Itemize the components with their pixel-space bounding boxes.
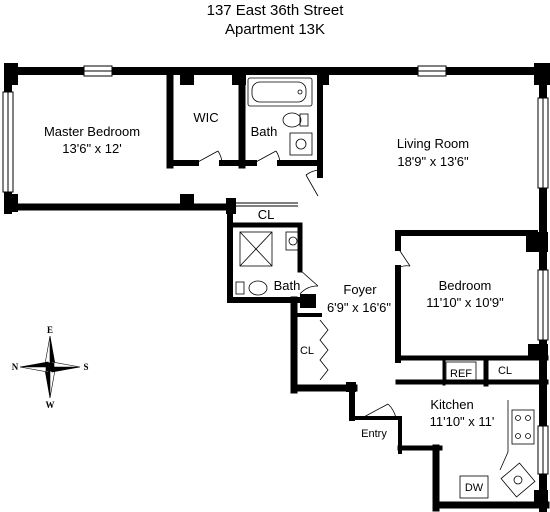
living-room-dims: 18'9" x 13'6" <box>397 154 469 169</box>
master-bedroom-label: Master Bedroom <box>44 124 140 139</box>
kitchen-label: Kitchen <box>430 397 473 412</box>
windows <box>2 65 549 475</box>
compass-star-icon <box>19 335 81 399</box>
ref-label: REF <box>450 368 472 380</box>
foyer-closet-label: CL <box>300 345 314 357</box>
hall-closet-label: CL <box>258 207 275 222</box>
bath-top-label: Bath <box>251 124 278 139</box>
address-title: 137 East 36th Street <box>206 2 344 19</box>
compass-rose: E N S W <box>12 325 89 410</box>
wic-label: WIC <box>193 110 218 125</box>
bath-mid-label: Bath <box>274 278 301 293</box>
compass-west-label: W <box>46 400 55 410</box>
master-bedroom-dims: 13'6" x 12' <box>62 141 121 156</box>
wall-corners <box>4 63 550 508</box>
bedroom-dims: 11'10" x 10'9" <box>426 295 504 310</box>
compass-east-label: E <box>47 325 53 335</box>
kitchen-dims: 11'10" x 11' <box>430 414 495 429</box>
room-labels: Master Bedroom 13'6" x 12' WIC Bath Livi… <box>44 110 512 494</box>
entry-label: Entry <box>361 428 387 440</box>
compass-north-label: N <box>12 362 19 372</box>
apartment-title: Apartment 13K <box>224 21 326 38</box>
foyer-dims: 6'9" x 16'6" <box>327 300 391 315</box>
living-room-label: Living Room <box>397 136 469 151</box>
bedroom-label: Bedroom <box>439 278 492 293</box>
bedroom-closet-label: CL <box>498 365 512 377</box>
fixtures <box>235 77 536 499</box>
compass-south-label: S <box>83 362 88 372</box>
dishwasher-label: DW <box>465 482 484 494</box>
doors <box>195 150 411 419</box>
foyer-label: Foyer <box>343 282 377 297</box>
